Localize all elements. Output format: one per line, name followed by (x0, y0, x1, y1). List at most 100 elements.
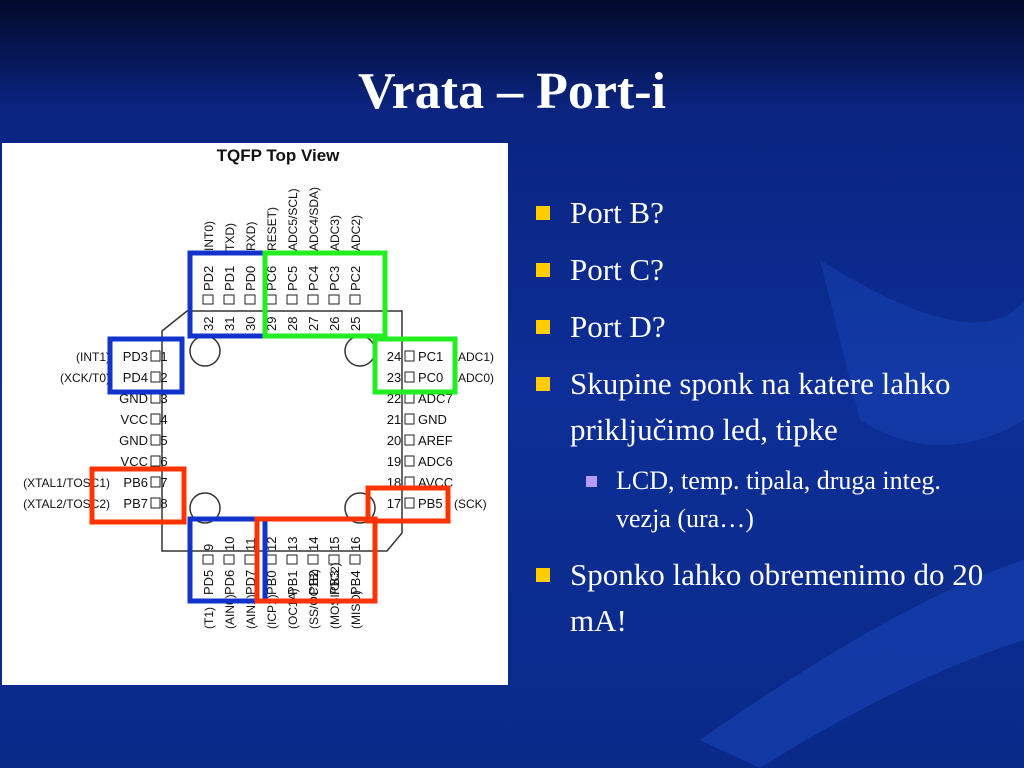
slide-title: Vrata – Port-i (357, 63, 666, 120)
pin-name: GND (119, 391, 148, 406)
pin-pad (404, 350, 415, 362)
pin-pad (286, 294, 298, 305)
pin-pad (404, 455, 415, 467)
sub-bullet-square-icon (586, 476, 597, 487)
pin-number: 31 (222, 317, 237, 331)
pin-number: 7 (160, 475, 167, 490)
bullet-square-icon (536, 320, 550, 334)
pin-number: 22 (387, 391, 401, 406)
pin-name: PD3 (123, 349, 148, 364)
pin-number: 8 (160, 496, 167, 511)
sub-bullet-devices: LCD, temp. tipala, druga integ. vezja (u… (532, 462, 1002, 538)
pin-number: 2 (160, 370, 167, 385)
pin-pad (307, 554, 319, 565)
pin-name: PB3 (327, 570, 342, 595)
pin-function: (INT1) (76, 350, 110, 364)
pin-name: PB5 (418, 496, 443, 511)
pin-name: PB4 (348, 570, 363, 595)
chip-corner-mark (344, 492, 376, 524)
pin-pad (223, 294, 235, 305)
bullet-pin-groups: Skupine sponk na katere lahko priključim… (532, 361, 1002, 453)
pin-name: ADC6 (418, 454, 453, 469)
pin-number: 26 (327, 317, 342, 331)
pin-function: (ADC5/SCL) (286, 188, 300, 255)
port-c-top-box (262, 250, 388, 339)
pin-number: 15 (327, 537, 342, 551)
bullet-square-icon (536, 206, 550, 220)
pin-pad (223, 554, 235, 565)
pin-pad (404, 434, 415, 446)
port-c-right-box (372, 336, 458, 395)
pin-number: 5 (160, 433, 167, 448)
pin-number: 32 (201, 317, 216, 331)
pin-function: (SCK) (454, 497, 487, 511)
pin-pad (150, 497, 161, 509)
pin-function: (MOSI/OC2) (328, 562, 342, 629)
pin-number: 23 (387, 370, 401, 385)
pin-name: PD1 (222, 266, 237, 291)
pin-name: PB0 (264, 570, 279, 595)
pin-number: 30 (243, 317, 258, 331)
pin-function: (MISO) (349, 590, 363, 629)
pin-name: PB6 (123, 475, 148, 490)
port-b-right-box (365, 485, 451, 524)
pin-pad (404, 371, 415, 383)
port-d-bottom-box (187, 516, 268, 604)
pin-function: (XTAL2/TOSC2) (23, 497, 110, 511)
pin-pad (202, 554, 214, 565)
pin-pad (349, 554, 361, 565)
pin-name: PC5 (285, 266, 300, 291)
pin-pad (404, 497, 415, 509)
pin-name: PB2 (306, 570, 321, 595)
pin-function: (RESET) (265, 207, 279, 255)
pin-function: (ADC4/SDA) (307, 187, 321, 255)
chip-corner-mark (344, 335, 376, 367)
pin-function: (T1) (202, 607, 216, 629)
pin-pad (286, 554, 298, 565)
pin-name: PC6 (264, 266, 279, 291)
pin-pad (244, 554, 256, 565)
pin-name: PB1 (285, 570, 300, 595)
pin-name: PD5 (201, 570, 216, 595)
pin-number: 9 (201, 544, 216, 551)
pin-number: 25 (348, 317, 363, 331)
pin-number: 10 (222, 537, 237, 551)
chip-corner-mark (189, 492, 221, 524)
pin-pad (150, 413, 161, 425)
bullet-current-limit: Sponko lahko obremenimo do 20 mA! (532, 552, 1002, 644)
bullet-list: Port B? Port C? Port D? Skupine sponk na… (532, 190, 1002, 655)
bullet-square-icon (536, 263, 550, 277)
pin-name: PD0 (243, 266, 258, 291)
bullet-square-icon (536, 377, 550, 391)
pin-pad (404, 413, 415, 425)
pin-number: 1 (160, 349, 167, 364)
pin-name: PC0 (418, 370, 443, 385)
pin-pad (150, 371, 161, 383)
pin-name: PC1 (418, 349, 443, 364)
pin-function: (RXD) (244, 222, 258, 255)
pin-name: VCC (121, 454, 148, 469)
bullet-port-d: Port D? (532, 304, 1002, 350)
port-b-left-box (89, 466, 187, 525)
pin-pad (202, 294, 214, 305)
port-b-bottom-box (254, 516, 378, 604)
pin-name: PC3 (327, 266, 342, 291)
pin-number: 6 (160, 454, 167, 469)
pin-number: 12 (264, 537, 279, 551)
bullet-square-icon (536, 568, 550, 582)
pin-name: VCC (121, 412, 148, 427)
pin-function: (XTAL1/TOSC1) (23, 476, 110, 490)
port-d-left-box (107, 336, 185, 395)
pin-function: (ADC0) (454, 371, 494, 385)
pin-number: 21 (387, 412, 401, 427)
pin-number: 24 (387, 349, 401, 364)
pin-function: (INT0) (202, 221, 216, 255)
pin-name: PC2 (348, 266, 363, 291)
pin-number: 19 (387, 454, 401, 469)
pin-name: ADC7 (418, 391, 453, 406)
diagram-heading: TQFP Top View (217, 146, 341, 165)
pin-name: AREF (418, 433, 453, 448)
chip-body (161, 310, 403, 552)
bullet-port-c: Port C? (532, 247, 1002, 293)
pin-number: 4 (160, 412, 167, 427)
